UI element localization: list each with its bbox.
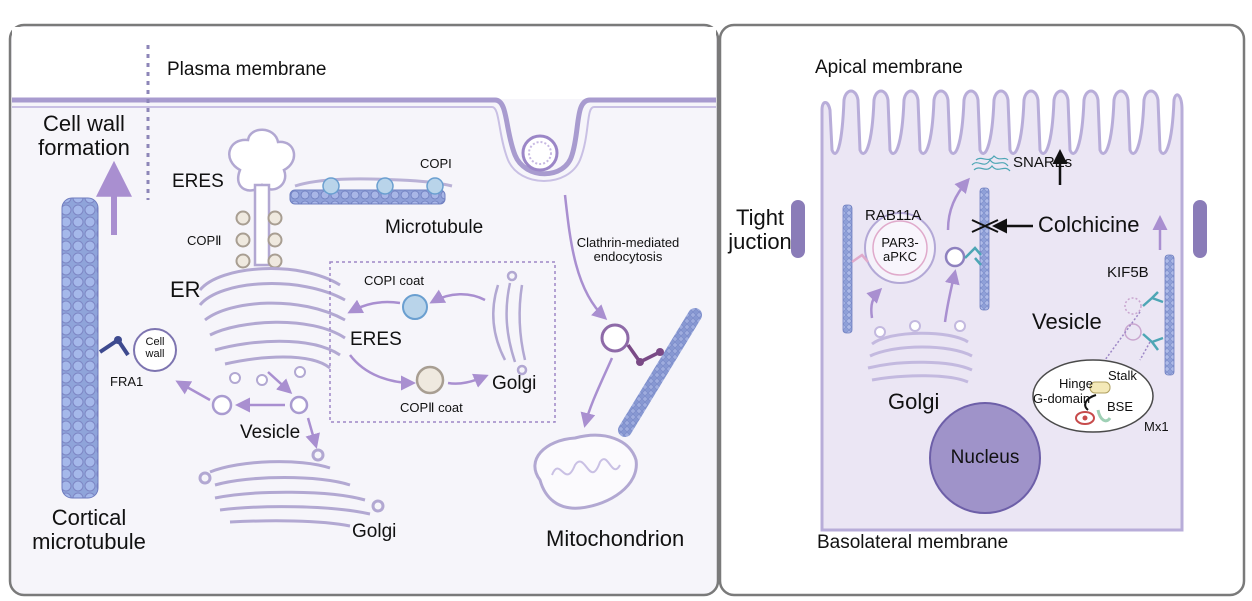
cortical-microtubule	[61, 197, 99, 499]
kif5b-label: KIF5B	[1107, 264, 1149, 281]
mitochondrion-label: Mitochondrion	[546, 526, 685, 551]
rab11a-label: RAB11A	[865, 207, 922, 224]
basolateral-membrane-label: Basolateral membrane	[817, 532, 1009, 553]
right-golgi	[867, 331, 973, 384]
vesicle-right	[289, 395, 309, 415]
copii-vesicles	[235, 210, 283, 269]
mx1-label: Mx1	[1144, 419, 1169, 434]
bse-label: BSE	[1107, 399, 1134, 414]
copii-coat-label: COPⅡ coat	[400, 400, 463, 415]
tight-junction-line-1: Tight	[735, 205, 785, 230]
par3-apkc-label: PAR3- aPKC	[875, 235, 925, 265]
eres-inner-label: ERES	[350, 329, 402, 350]
tight-junction-line-2: juction	[728, 229, 792, 255]
cortical-microtubule-label: Cortical microtubule	[22, 505, 156, 555]
cell-wall-vesicle	[133, 328, 177, 372]
eres-top-label: ERES	[172, 171, 224, 192]
tight-junction-label: Tight juction	[727, 205, 793, 255]
golgi-inner-label: Golgi	[492, 373, 537, 394]
er-label: ER	[170, 277, 201, 302]
eres-golgi-box	[329, 261, 556, 423]
apical-membrane-label: Apical membrane	[815, 57, 963, 78]
cortical-line-1: Cortical	[51, 505, 127, 530]
inner-golgi	[492, 270, 528, 376]
nucleus-label: Nucleus	[950, 447, 1020, 468]
golgi-bottom-label: Golgi	[352, 521, 397, 542]
vesicle-right-label: Vesicle	[1032, 309, 1102, 334]
cortical-line-2: microtubule	[32, 529, 146, 555]
bottom-golgi	[198, 448, 385, 528]
copii-coat-vesicle	[415, 365, 445, 395]
kif5b-vesicle-top	[1124, 297, 1142, 315]
endosome-vesicle	[600, 323, 630, 353]
plasma-membrane-label: Plasma membrane	[167, 59, 327, 80]
g-domain-label: G-domain	[1033, 391, 1091, 406]
tight-junction-left	[791, 200, 805, 258]
transport-vesicle	[944, 246, 966, 268]
vesicle-label: Vesicle	[240, 422, 301, 443]
copi-coat-label: COPI coat	[364, 273, 424, 288]
microtubule-left	[842, 204, 853, 334]
par3-line-1: PAR3-	[881, 235, 919, 250]
tight-junction-right	[1193, 200, 1207, 258]
snares-complex	[971, 155, 1011, 172]
plasma-membrane-inner	[12, 106, 716, 182]
golgi-right-label: Golgi	[888, 389, 940, 414]
clathrin-line-1: Clathrin-mediated	[576, 235, 680, 250]
bse-domain	[1096, 409, 1112, 423]
fra1-label: FRA1	[110, 374, 144, 389]
snares-label: SNAREs	[1013, 154, 1073, 171]
hinge-label: Hinge	[1059, 376, 1093, 391]
cell-wall-formation-line-2: formation	[38, 135, 130, 161]
er-stack	[198, 267, 346, 370]
plasma-membrane	[12, 97, 716, 177]
nucleus	[929, 402, 1041, 514]
kif5b-vesicle-bottom	[1124, 323, 1142, 341]
cell-wall-label: Cell wall	[137, 336, 173, 360]
microtubule-right	[1164, 254, 1175, 376]
clathrin-label: Clathrin-mediated endocytosis	[558, 235, 698, 265]
microtubule-label: Microtubule	[385, 217, 484, 238]
inhibition-cross	[971, 219, 999, 233]
copi-complexes	[322, 177, 444, 195]
stalk-label: Stalk	[1108, 368, 1137, 383]
microtubule-center	[979, 187, 990, 311]
stalk-domain	[1089, 381, 1111, 394]
cell-wall-line-2: wall	[145, 348, 165, 361]
copii-label: COPⅡ	[187, 233, 222, 248]
copi-coat-vesicle	[402, 294, 428, 320]
mitochondrion	[533, 433, 638, 510]
vesicle-left	[211, 394, 233, 416]
colchicine-label: Colchicine	[1038, 212, 1140, 237]
clathrin-line-2: endocytosis	[593, 249, 663, 265]
top-microtubule	[289, 189, 446, 205]
par3-line-2: aPKC	[883, 249, 917, 265]
cell-wall-line-1: Cell	[145, 336, 165, 348]
cell-wall-formation-line-1: Cell wall	[43, 111, 125, 136]
copi-top-label: COPI	[420, 156, 452, 171]
cell-wall-formation-label: Cell wall formation	[36, 111, 132, 161]
diagonal-microtubule	[618, 308, 702, 437]
extracellular-area	[12, 27, 716, 99]
